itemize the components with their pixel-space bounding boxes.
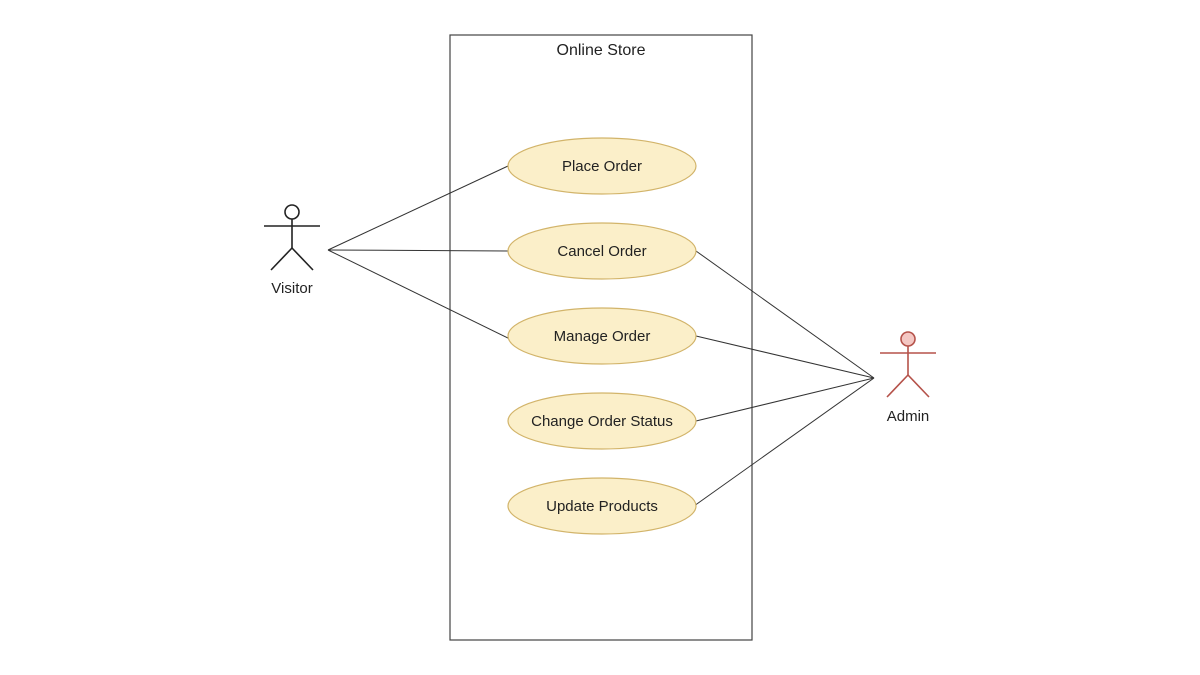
actor-right-leg xyxy=(907,374,930,398)
association-admin-cancel-order xyxy=(695,250,875,379)
use-case-shape xyxy=(507,222,697,280)
use-case-label: Cancel Order xyxy=(557,243,646,260)
actor-label-admin: Admin xyxy=(887,408,930,425)
association-admin-manage-order xyxy=(695,335,875,379)
associations xyxy=(327,165,875,507)
use-case-place-order[interactable]: Place Order xyxy=(507,137,697,195)
association-visitor-cancel-order xyxy=(327,249,509,252)
use-case-shape xyxy=(507,307,697,365)
use-case-label: Place Order xyxy=(562,158,642,175)
association-visitor-place-order xyxy=(327,165,509,251)
use-case-label: Change Order Status xyxy=(531,413,673,430)
association-visitor-manage-order xyxy=(327,249,513,341)
association-admin-change-order-status xyxy=(695,377,875,422)
use-case-change-order-status[interactable]: Change Order Status xyxy=(507,392,697,450)
system-title: Online Store xyxy=(557,42,646,59)
use-case-label: Update Products xyxy=(546,498,658,515)
use-case-shape xyxy=(507,137,697,195)
use-case-cancel-order[interactable]: Cancel Order xyxy=(507,222,697,280)
actor-left-leg xyxy=(886,374,909,398)
use-case-update-products[interactable]: Update Products xyxy=(507,477,697,535)
actor-head-icon xyxy=(284,204,300,220)
actor-right-leg xyxy=(291,247,314,271)
association-admin-update-products xyxy=(693,377,875,507)
use-case-shape xyxy=(507,477,697,535)
actor-head-icon xyxy=(900,331,916,347)
use-case-shape xyxy=(507,392,697,450)
actor-label-visitor: Visitor xyxy=(271,280,312,297)
actor-admin[interactable] xyxy=(880,331,936,398)
system-boundary xyxy=(449,34,753,641)
actor-left-leg xyxy=(270,247,293,271)
actor-visitor[interactable] xyxy=(264,204,320,271)
use-case-label: Manage Order xyxy=(554,328,651,345)
use-case-manage-order[interactable]: Manage Order xyxy=(507,307,697,365)
